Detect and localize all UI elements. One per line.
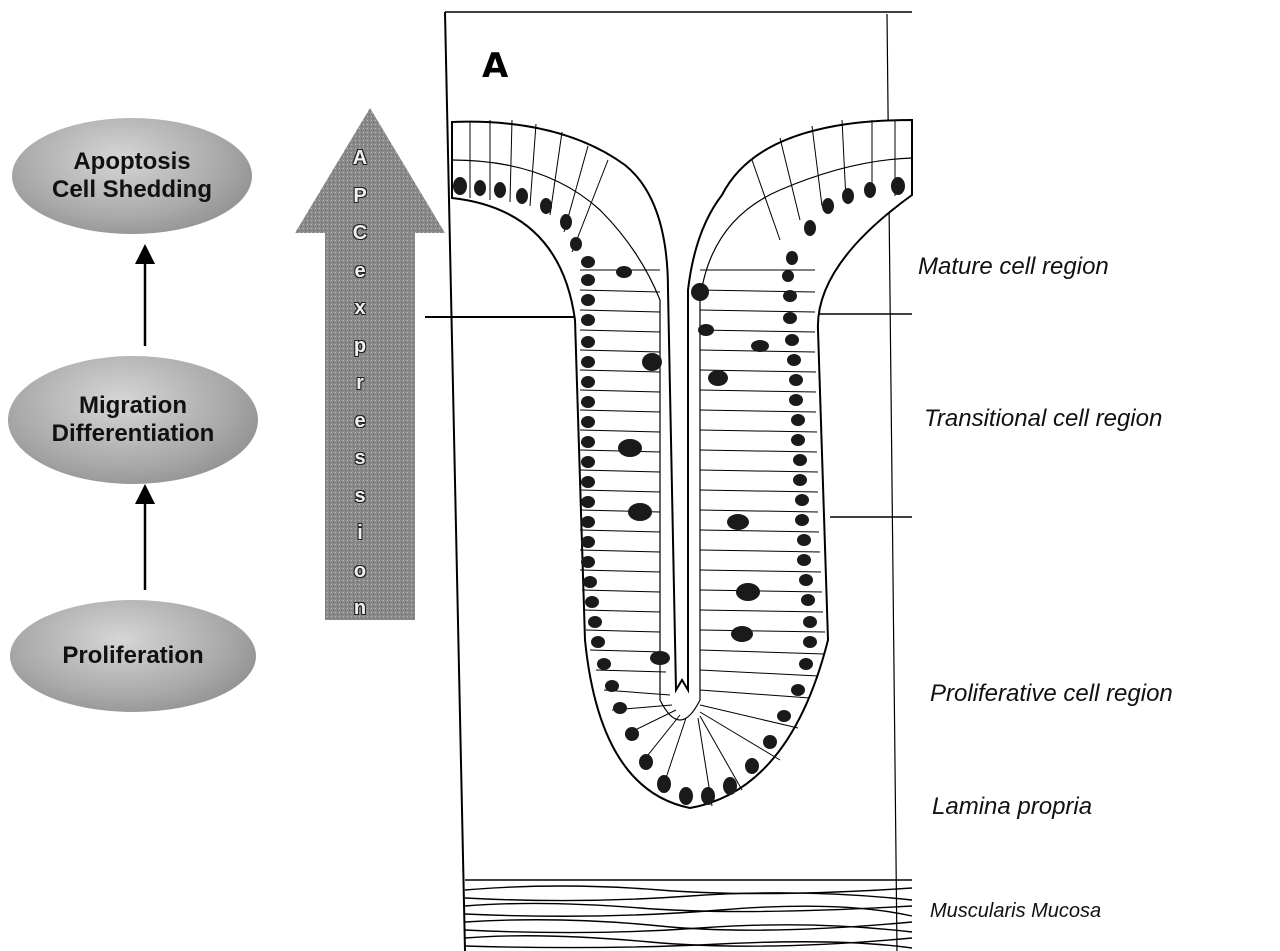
apc-letter: C [353, 223, 367, 243]
apc-letter: i [357, 523, 363, 543]
apc-letter: s [354, 486, 365, 506]
panel-letter: A [482, 46, 508, 86]
apc-letter: p [354, 336, 366, 356]
differentiation-label: Differentiation [52, 420, 215, 448]
apc-letter: r [356, 373, 364, 393]
cell-shedding-label: Cell Shedding [52, 176, 212, 204]
apc-letter: n [354, 598, 366, 618]
apoptosis-label: Apoptosis [52, 148, 212, 176]
apc-letter: s [354, 448, 365, 468]
proliferation-label: Proliferation [62, 642, 203, 670]
proliferative-region-label: Proliferative cell region [930, 680, 1173, 708]
apc-expression-label: A P C e x p r e s s i o n [340, 148, 380, 618]
muscularis-mucosa-label: Muscularis Mucosa [930, 900, 1101, 923]
migration-label: Migration [52, 392, 215, 420]
apc-letter: e [354, 261, 365, 281]
apc-letter: e [354, 411, 365, 431]
arrow-migration-to-apoptosis [130, 236, 160, 356]
crypt-illustration [420, 0, 920, 951]
apc-letter: o [354, 561, 366, 581]
apc-letter: P [353, 186, 366, 206]
proliferation-node: Proliferation [10, 600, 256, 712]
mature-region-label: Mature cell region [918, 253, 1109, 281]
migration-node: Migration Differentiation [8, 356, 258, 484]
apc-letter: x [354, 298, 365, 318]
lamina-propria-label: Lamina propria [932, 793, 1092, 821]
transitional-region-label: Transitional cell region [924, 405, 1162, 433]
apc-letter: A [353, 148, 367, 168]
apoptosis-node: Apoptosis Cell Shedding [12, 118, 252, 234]
arrow-proliferation-to-migration [130, 476, 160, 596]
